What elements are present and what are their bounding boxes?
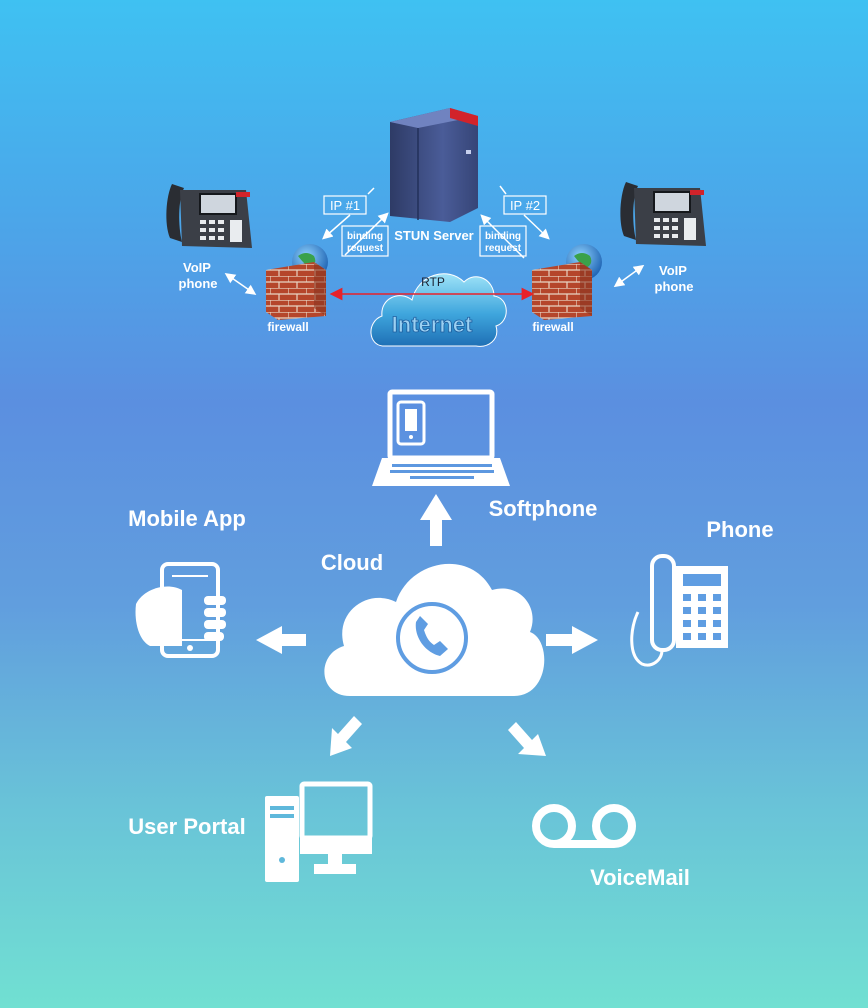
binding-right-line2: request xyxy=(485,243,522,254)
left-voip-label-line1: VoIP xyxy=(183,260,211,275)
desk-phone-icon xyxy=(630,554,728,667)
desktop-computer-icon xyxy=(265,781,373,882)
right-firewall-icon xyxy=(532,244,602,320)
binding-left-line2: request xyxy=(347,243,384,254)
cloud-phone-icon xyxy=(324,563,545,696)
down-left-arrow-icon xyxy=(330,716,362,756)
internet-label: Internet xyxy=(392,312,473,337)
binding-right-arrow xyxy=(480,214,525,259)
user-portal-label: User Portal xyxy=(128,814,245,839)
voicemail-label: VoiceMail xyxy=(590,865,690,890)
ip2-to-server-arrow xyxy=(499,185,507,195)
ip2-label: IP #2 xyxy=(510,198,540,213)
ip2-arrow xyxy=(523,214,550,240)
ip1-box: IP #1 xyxy=(323,195,367,215)
stun-server-icon xyxy=(390,108,478,222)
left-voip-phone-icon xyxy=(166,184,252,248)
cloud-label: Cloud xyxy=(321,550,383,575)
right-voip-label-line1: VoIP xyxy=(659,263,687,278)
softphone-label: Softphone xyxy=(489,496,598,521)
left-firewall-icon xyxy=(266,244,328,320)
mobile-app-icon xyxy=(135,562,226,658)
left-firewall-label: firewall xyxy=(267,320,308,334)
binding-request-right-box: binding request xyxy=(479,225,527,257)
laptop-softphone-icon xyxy=(372,389,510,486)
right-phone-firewall-arrow xyxy=(613,264,645,288)
phone-label: Phone xyxy=(706,517,773,542)
right-voip-label-line2: phone xyxy=(655,279,694,294)
voicemail-icon xyxy=(532,804,636,848)
ip1-label: IP #1 xyxy=(330,198,360,213)
left-arrow-icon xyxy=(256,626,306,654)
left-phone-firewall-arrow xyxy=(224,273,257,295)
down-right-arrow-icon xyxy=(508,722,546,756)
ip1-arrow xyxy=(322,214,351,240)
binding-left-arrow xyxy=(344,212,389,256)
ip2-box: IP #2 xyxy=(503,195,547,215)
right-arrow-icon xyxy=(546,626,598,654)
rtp-label: RTP xyxy=(421,275,445,289)
right-voip-phone-icon xyxy=(620,182,706,246)
left-voip-label-line2: phone xyxy=(179,276,218,291)
stun-server-label: STUN Server xyxy=(394,228,473,243)
mobile-app-label: Mobile App xyxy=(128,506,246,531)
right-firewall-label: firewall xyxy=(532,320,573,334)
ip1-to-server-arrow xyxy=(367,187,375,195)
up-arrow-icon xyxy=(420,494,452,546)
